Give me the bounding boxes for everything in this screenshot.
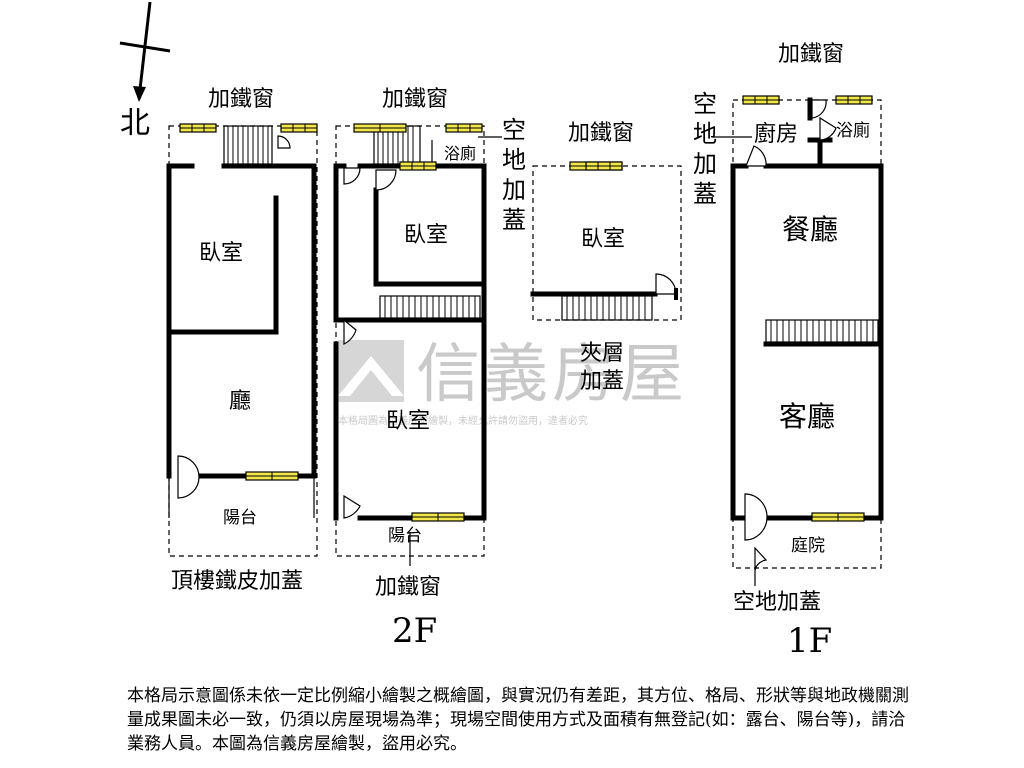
- second-floor-window-label: 加鐵窗: [382, 87, 448, 112]
- roof-window-label: 加鐵窗: [208, 87, 274, 112]
- window-icon: [811, 512, 865, 522]
- second-floor-balcony-label: 陽台: [388, 526, 422, 546]
- window-icon: [445, 123, 483, 133]
- kitchen-label: 廚房: [754, 122, 798, 147]
- roof-stairs: [223, 125, 273, 165]
- mezzanine-plan: 加鐵窗 臥室 夾層 加蓋: [530, 121, 682, 394]
- balcony-door-icon: [343, 494, 361, 519]
- balcony-door-icon: [177, 455, 200, 499]
- first-floor-window-label: 加鐵窗: [778, 42, 844, 67]
- compass: 北: [119, 1, 171, 141]
- mezzanine-door-icon: [655, 273, 677, 295]
- first-floor-title: 1F: [787, 621, 832, 661]
- first-floor-open-space-label: 空 地 加 蓋: [693, 90, 725, 208]
- watermark-brand: 信義房屋: [416, 338, 688, 412]
- compass-north-label: 北: [120, 106, 150, 141]
- mezzanine-addition-label: 夾層 加蓋: [580, 341, 631, 394]
- disclaimer-text: 本格局示意圖係未依一定比例縮小繪製之概繪圖，與實況仍有差距，其方位、格局、形狀等…: [127, 686, 909, 754]
- window-icon: [411, 512, 465, 522]
- second-floor-bath-label: 浴廁: [444, 144, 476, 163]
- first-floor-open-space-bottom-label: 空地加蓋: [733, 590, 821, 615]
- second-floor-door-icon: [375, 169, 397, 191]
- mezzanine-bedroom-label: 臥室: [581, 227, 625, 252]
- roof-living-label: 廳: [229, 389, 251, 414]
- bath-door-icon: [819, 116, 837, 141]
- kitchen-door-icon: [745, 145, 767, 167]
- guest-living-room-label: 客廳: [779, 400, 835, 433]
- roof-door-icon: [277, 135, 291, 149]
- roof-bedroom-label: 臥室: [199, 241, 243, 266]
- courtyard-label: 庭院: [791, 536, 825, 556]
- courtyard-gate-icon: [754, 546, 768, 573]
- front-door-icon: [744, 493, 768, 541]
- window-icon: [585, 161, 623, 171]
- mezzanine-window-label: 加鐵窗: [568, 121, 634, 146]
- watermark-notice: 本格局圖為信義房屋繪製，未經允許請勿盜用，違者必究: [338, 414, 588, 427]
- second-floor-lower-stairs: [379, 295, 481, 319]
- second-floor-bottom-window-label: 加鐵窗: [375, 575, 441, 600]
- first-floor-bath-label: 浴廁: [836, 120, 870, 141]
- window-icon: [245, 471, 299, 481]
- second-floor-door-icon: [343, 167, 361, 185]
- bath-door-icon: [811, 99, 827, 119]
- window-icon: [399, 161, 437, 171]
- window-icon: [179, 123, 217, 133]
- window-icon: [742, 95, 780, 105]
- second-floor-plan: 加鐵窗 浴廁 臥室 臥室 陽台 加鐵窗 2F 空 地 加 蓋: [333, 87, 534, 651]
- window-icon: [835, 95, 873, 105]
- second-floor-door-icon: [343, 318, 357, 345]
- second-floor-bedroom-label: 臥室: [386, 409, 430, 434]
- mezzanine-stairs: [561, 295, 653, 321]
- dining-room-label: 餐廳: [782, 213, 838, 246]
- second-floor-open-space-label: 空 地 加 蓋: [502, 116, 534, 234]
- first-floor-stairs: [765, 319, 879, 343]
- roof-addition-label: 頂樓鐵皮加蓋: [171, 569, 303, 594]
- watermark: 信義房屋 本格局圖為信義房屋繪製，未經允許請勿盜用，違者必究: [338, 338, 688, 427]
- first-floor-plan: 加鐵窗 空 地 加 蓋 廚房 浴廁 餐廳 客廳 庭院 空地加蓋 1F: [693, 42, 884, 661]
- roof-floor-plan: 加鐵窗 臥室 廳 陽台 頂樓鐵皮加蓋: [166, 87, 318, 594]
- second-floor-bedroom-label: 臥室: [404, 223, 448, 248]
- second-floor-title: 2F: [392, 611, 437, 651]
- window-icon: [353, 123, 407, 133]
- window-icon: [280, 123, 318, 133]
- watermark-logo-icon: [338, 340, 404, 402]
- roof-balcony-label: 陽台: [223, 508, 257, 528]
